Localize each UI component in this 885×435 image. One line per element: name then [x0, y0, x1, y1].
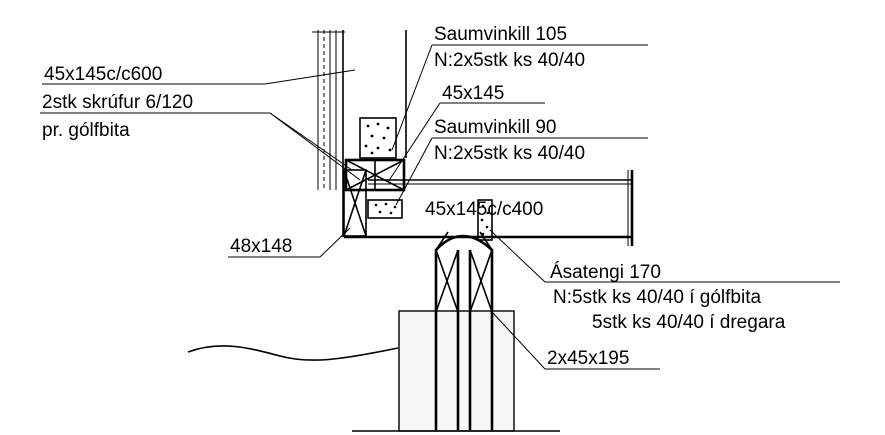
joist-hanger-label: Ásatengi 170 — [550, 262, 661, 283]
rim-beam — [343, 169, 367, 237]
floor-joist — [344, 170, 634, 246]
blocking-label: 45x145 — [442, 83, 504, 104]
leader-lines — [40, 44, 840, 370]
nail-plate-105 — [359, 117, 397, 159]
screws-label: 2stk skrúfur 6/120 — [42, 92, 193, 113]
nail-plate-90-label: Saumvinkill 90 — [434, 117, 557, 138]
ground-line — [187, 345, 560, 432]
concrete-foundation — [398, 310, 515, 432]
nail-plate-90-nails-label: N:2x5stk ks 40/40 — [434, 143, 585, 164]
floor-joist-label: 45x145c/c400 — [425, 199, 543, 220]
hanger-nails-joist-label: N:5stk ks 40/40 í gólfbita — [553, 287, 761, 308]
wall-stud-label: 45x145c/c600 — [44, 64, 162, 85]
per-joist-label: pr. gólfbita — [42, 120, 130, 141]
girder-label: 2x45x195 — [547, 348, 629, 369]
blocking-timber — [344, 158, 406, 192]
nail-plate-105-label: Saumvinkill 105 — [434, 24, 567, 45]
nail-plate-105-nails-label: N:2x5stk ks 40/40 — [434, 50, 585, 71]
wall-stud — [312, 30, 407, 237]
girder — [434, 231, 494, 430]
hanger-nails-girder-label: 5stk ks 40/40 í dregara — [592, 312, 786, 333]
rim-beam-label: 48x148 — [230, 236, 292, 257]
nail-plate-90 — [367, 199, 403, 219]
